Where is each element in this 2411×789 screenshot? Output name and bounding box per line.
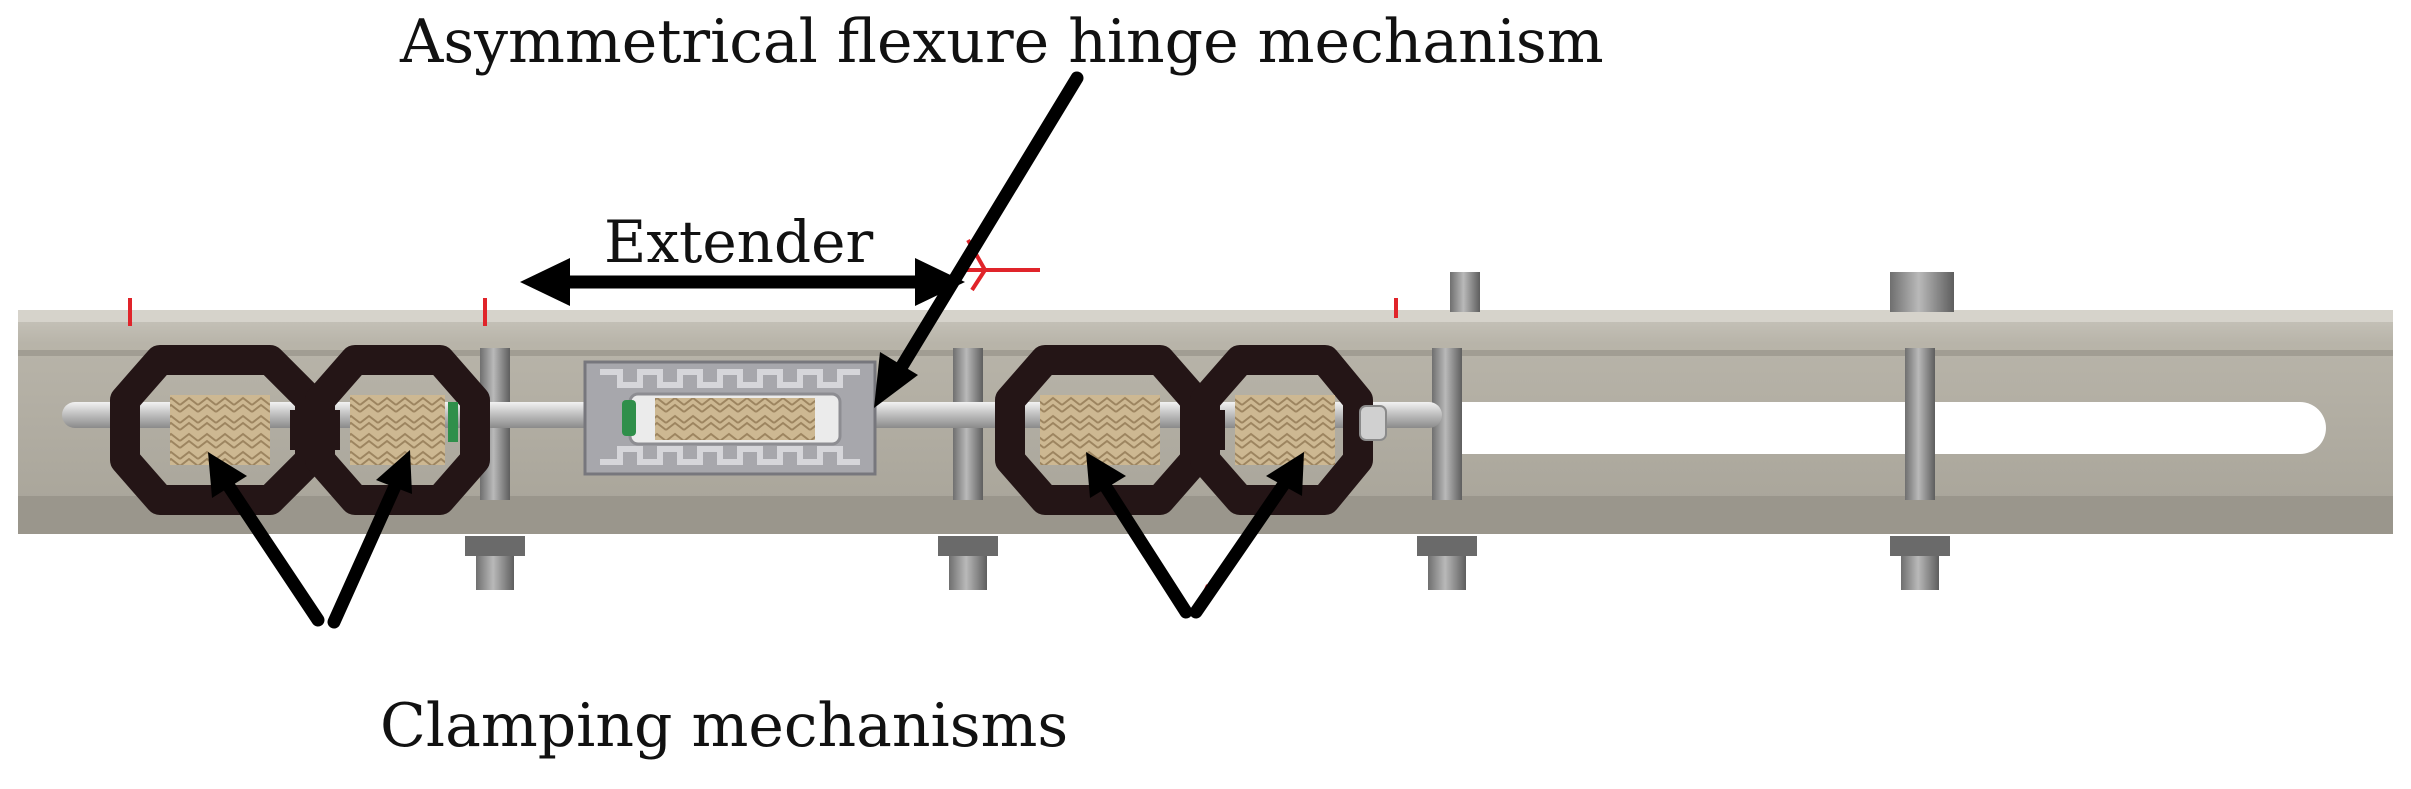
spring bbox=[350, 395, 445, 465]
left-clamping-mechanism bbox=[110, 345, 490, 515]
right-clamping-mechanism bbox=[995, 345, 1387, 515]
extender-label: Extender bbox=[604, 208, 873, 276]
spring bbox=[170, 395, 270, 465]
bolt bbox=[1890, 272, 1954, 590]
spring bbox=[1235, 395, 1335, 465]
hinge-label: Asymmetrical flexure hinge mechanism bbox=[399, 7, 1604, 77]
hinge-arrow bbox=[874, 71, 1084, 408]
guide-slot bbox=[1450, 402, 2326, 454]
right-clamp-arrows bbox=[1086, 452, 1304, 619]
spring bbox=[1040, 395, 1160, 465]
flexure-hinge-extender bbox=[583, 360, 877, 476]
spring bbox=[655, 398, 815, 440]
bolt bbox=[1417, 272, 1480, 590]
left-clamp-arrows bbox=[208, 450, 412, 629]
clamping-label: Clamping mechanisms bbox=[380, 691, 1068, 761]
arrows bbox=[208, 71, 1304, 629]
extender-arrow bbox=[520, 258, 965, 306]
